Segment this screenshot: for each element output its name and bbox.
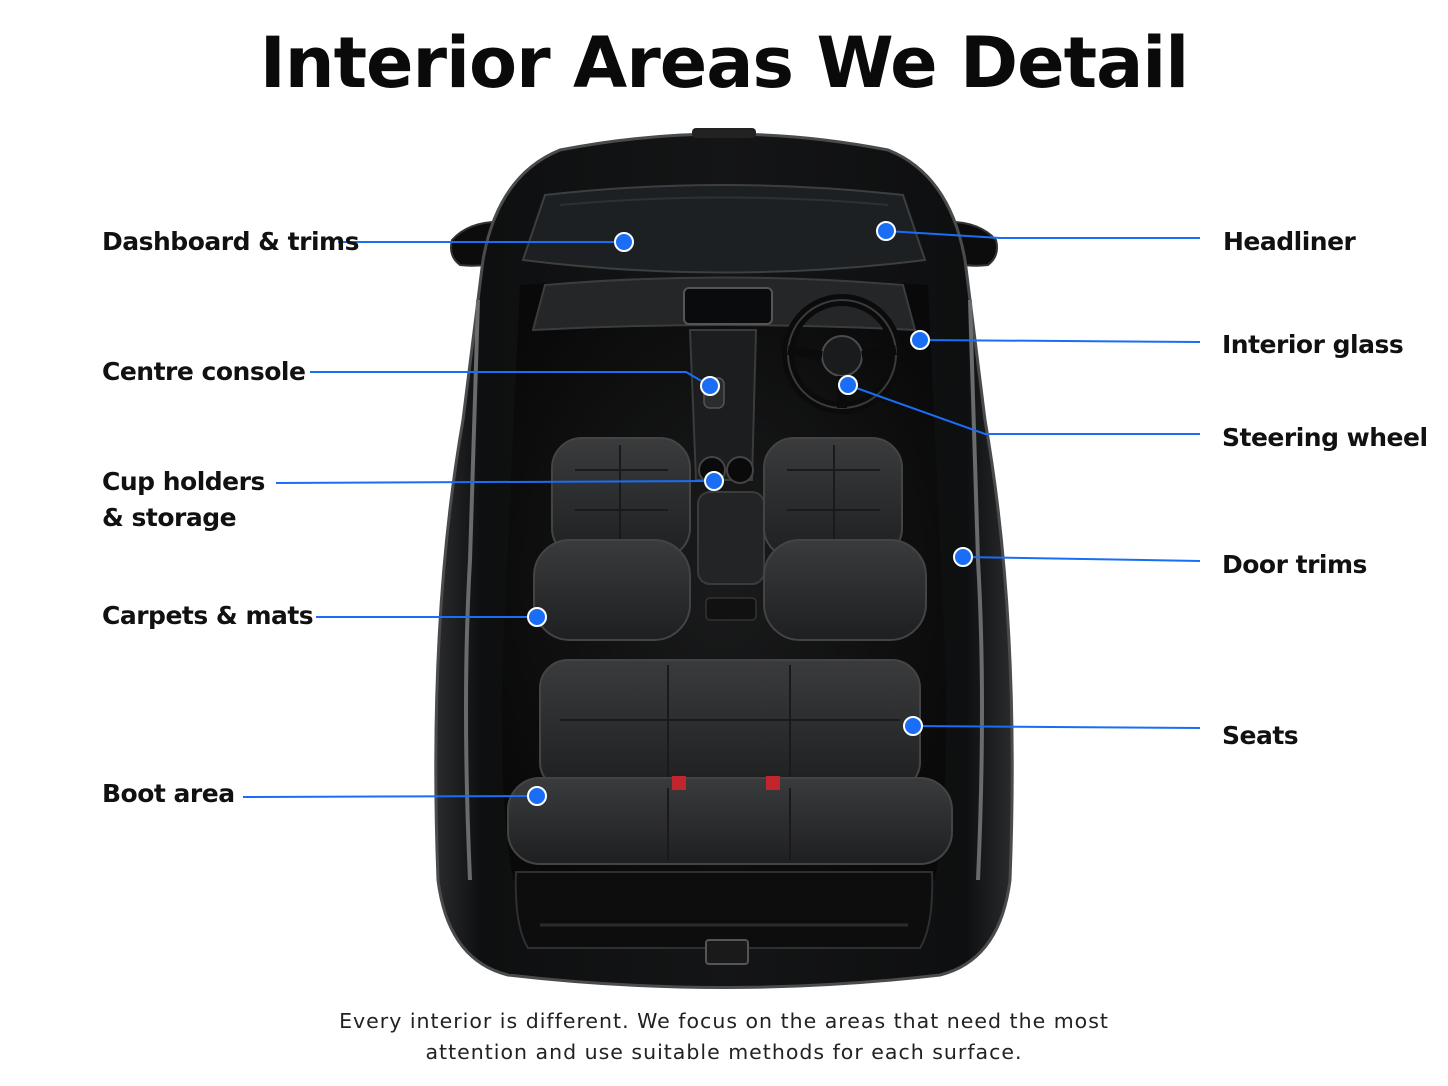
dot-headliner	[876, 221, 896, 241]
dot-dashboard	[614, 232, 634, 252]
boot-latch	[705, 939, 749, 965]
dot-centre-console	[700, 376, 720, 396]
rear-bench-seat	[507, 659, 953, 865]
armrest	[697, 491, 765, 585]
dot-door-trims	[953, 547, 973, 567]
label-interior-glass: Interior glass	[1222, 330, 1404, 359]
label-boot-area: Boot area	[102, 779, 235, 808]
leader-seats	[912, 725, 1201, 729]
caption: Every interior is different. We focus on…	[0, 1006, 1448, 1068]
dot-seats	[903, 716, 923, 736]
label-cup-holders-line2: & storage	[102, 503, 237, 532]
boot-floor	[514, 871, 934, 949]
hotspot-dots	[527, 221, 973, 806]
dot-carpets	[527, 607, 547, 627]
front-right-seat	[763, 437, 927, 641]
leader-interior-glass	[919, 339, 1201, 343]
label-steering-wheel: Steering wheel	[1222, 423, 1428, 452]
leader-steering-wheel	[847, 384, 1200, 435]
label-seats: Seats	[1222, 721, 1299, 750]
dot-interior-glass	[910, 330, 930, 350]
caption-line-2: attention and use suitable methods for e…	[425, 1040, 1023, 1064]
dot-boot	[527, 786, 547, 806]
label-headliner: Headliner	[1223, 227, 1356, 256]
dot-cup-holders	[704, 471, 724, 491]
leader-cup-holders	[275, 480, 715, 484]
label-centre-console: Centre console	[102, 357, 306, 386]
label-door-trims: Door trims	[1222, 550, 1367, 579]
infotainment-screen	[683, 287, 773, 325]
label-dashboard-trims: Dashboard & trims	[102, 227, 359, 256]
leader-headliner	[885, 230, 1200, 239]
label-cup-holders-line1: Cup holders	[102, 467, 265, 496]
dot-steering-wheel	[838, 375, 858, 395]
leader-door-trims	[962, 556, 1201, 562]
front-left-seat	[533, 437, 691, 641]
page-title: Interior Areas We Detail	[259, 22, 1190, 104]
label-carpets-mats: Carpets & mats	[102, 601, 314, 630]
leader-boot	[242, 795, 538, 798]
caption-line-1: Every interior is different. We focus on…	[339, 1009, 1109, 1033]
